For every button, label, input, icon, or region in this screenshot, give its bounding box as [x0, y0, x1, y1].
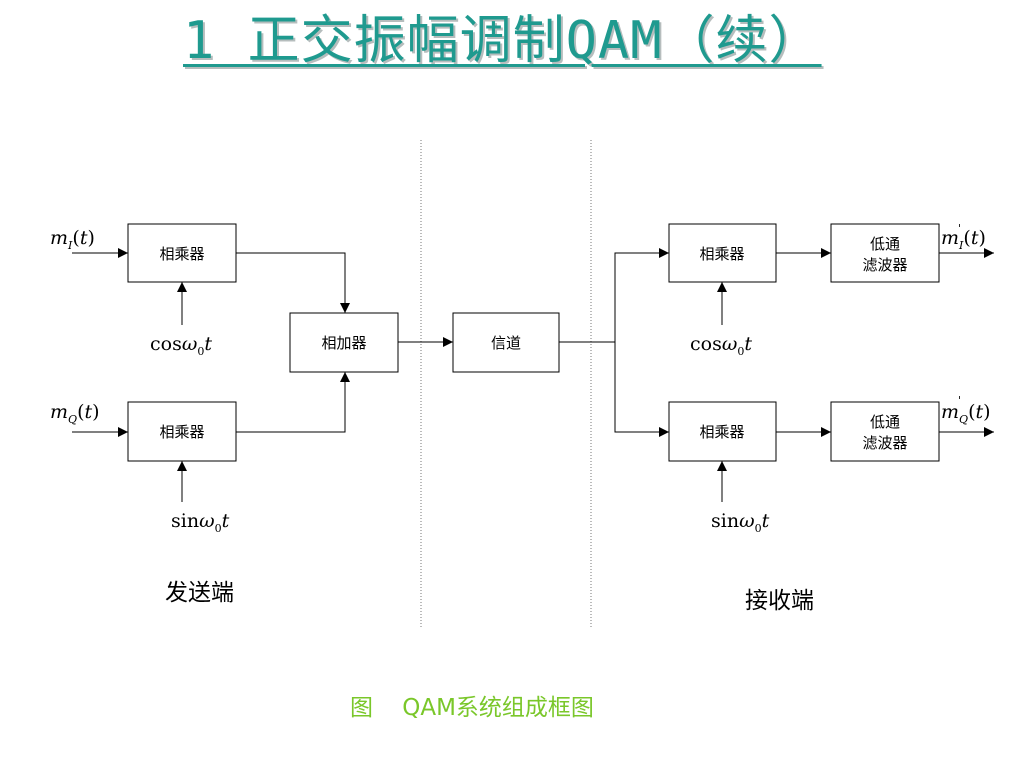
adder: 相加器 [289, 312, 399, 373]
tx-multiplier-q: 相乘器 [127, 401, 237, 462]
tx-multiplier-i-label: 相乘器 [159, 245, 204, 263]
transmit-side-label: 发送端 [165, 580, 234, 606]
lowpass-filter-i-line1: 低通 [870, 235, 900, 253]
tx-carrier-sin-label: sinω0t [171, 510, 230, 535]
tx-i-to-adder-arrow [236, 252, 350, 313]
tx-multiplier-q-label: 相乘器 [159, 423, 204, 441]
figure-caption: 图 QAM系统组成框图 [350, 695, 594, 721]
rx-output-q-label: mQ(t) [941, 401, 991, 426]
tx-multiplier-i: 相乘器 [127, 223, 237, 283]
lowpass-filter-q-line2: 滤波器 [862, 434, 907, 452]
rx-output-i-prime: ' [958, 222, 961, 235]
slide-title: 1 正交振幅调制QAM（续） [183, 11, 822, 71]
tx-input-i-label: mI(t) [50, 227, 95, 252]
lowpass-filter-q-line1: 低通 [870, 413, 900, 431]
adder-label: 相加器 [321, 334, 366, 352]
lowpass-filter-q: 低通 滤波器 [830, 401, 940, 462]
lowpass-filter-i: 低通 滤波器 [830, 223, 940, 283]
rx-split-to-q-arrow [614, 342, 669, 437]
rx-carrier-sin-label: sinω0t [711, 510, 770, 535]
channel-label: 信道 [491, 334, 521, 352]
rx-multiplier-q: 相乘器 [668, 401, 777, 462]
rx-multiplier-q-label: 相乘器 [699, 423, 744, 441]
lowpass-filter-i-line2: 滤波器 [862, 256, 907, 274]
tx-input-q-label: mQ(t) [50, 401, 100, 426]
rx-multiplier-i: 相乘器 [668, 223, 777, 283]
rx-split-to-i-arrow [614, 248, 669, 342]
rx-multiplier-i-label: 相乘器 [699, 245, 744, 263]
rx-output-i-label: mI(t) [941, 227, 986, 252]
rx-carrier-cos-label: cosω0t [690, 333, 752, 358]
channel: 信道 [452, 312, 560, 373]
rx-output-q-prime: ' [958, 394, 961, 407]
receive-side-label: 接收端 [745, 588, 814, 614]
tx-carrier-cos-label: cosω0t [150, 333, 212, 358]
tx-q-to-adder-arrow [236, 372, 350, 433]
